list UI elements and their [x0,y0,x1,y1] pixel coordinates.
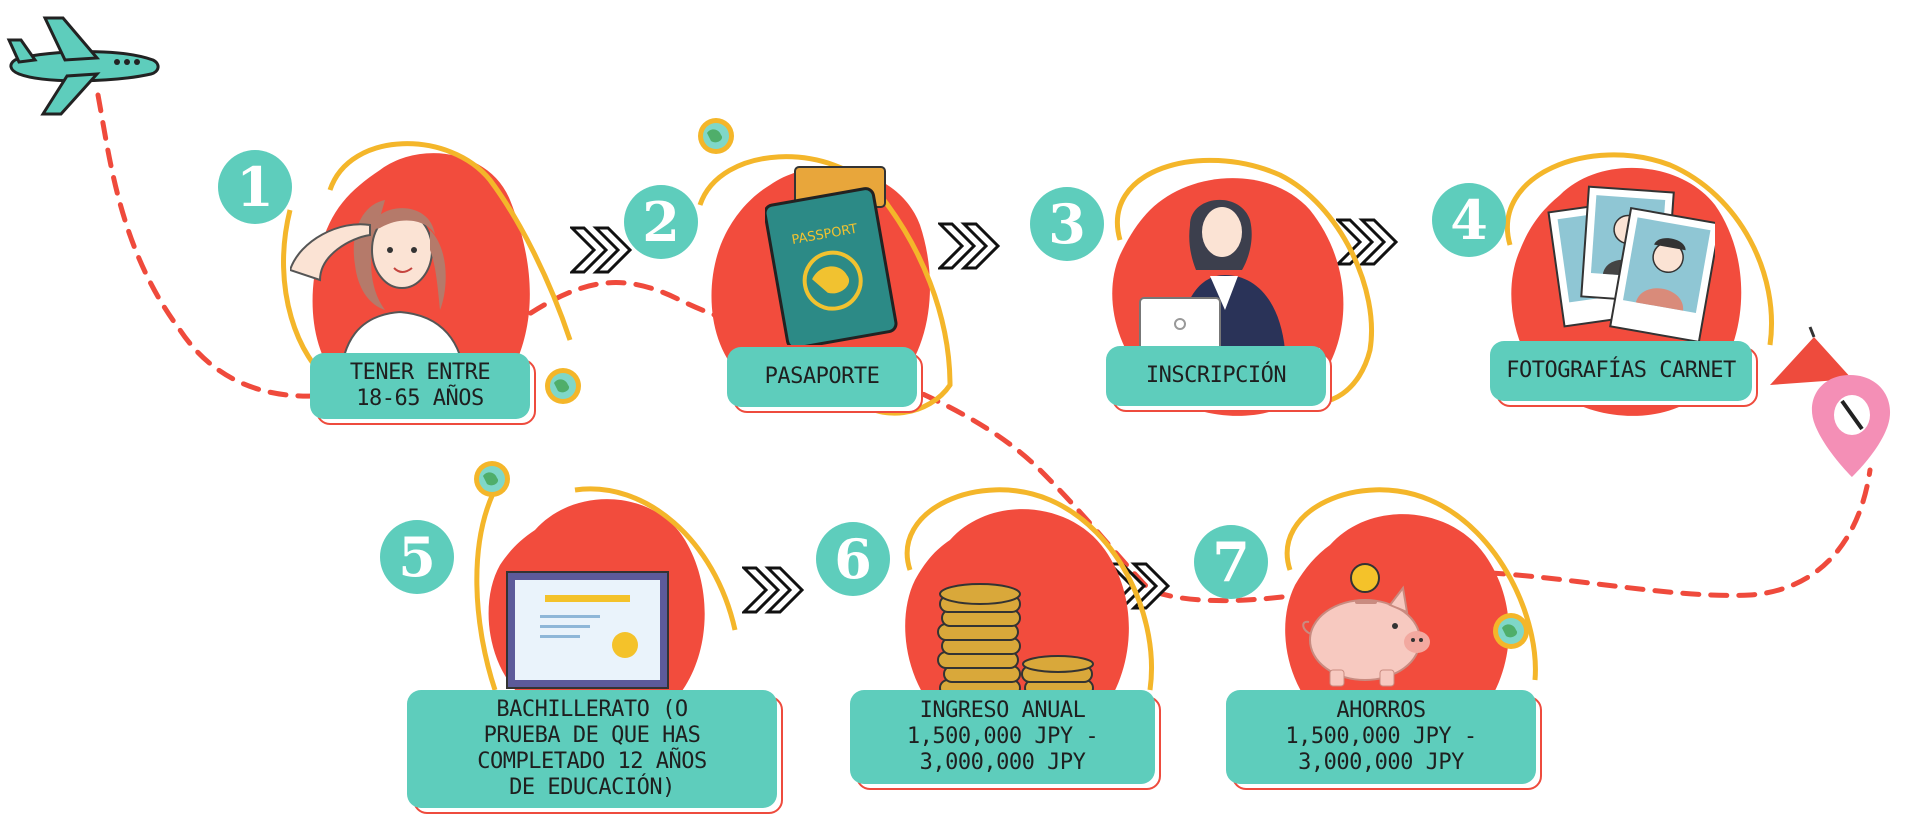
step-label: PASAPORTE [764,364,880,389]
next-arrow-icon [742,566,805,614]
step-6: 6 INGRESO ANUAL 1,500,000 JPY - 3,000,00… [816,480,1170,800]
step-4: 4 FOTOGRAFÍAS CARNET [1430,145,1790,445]
globe-badge-icon [698,118,734,154]
step-label: AHORROS 1,500,000 JPY - 3,000,000 JPY [1285,698,1477,775]
step-number: 3 [1030,187,1104,261]
globe-badge-icon [545,368,581,404]
airplane-icon [6,16,160,116]
step-label-box: FOTOGRAFÍAS CARNET [1490,341,1758,407]
step-number: 2 [624,185,698,259]
piggy-bank-icon [1302,563,1430,687]
step-2: PASSPORT 2 PASAPORTE [624,118,970,435]
step-7: 7 AHORROS 1,500,000 JPY - 3,000,000 JPY [1190,480,1560,800]
next-arrow-icon [570,226,633,274]
step-label-box: BACHILLERATO (O PRUEBA DE QUE HAS COMPLE… [407,690,783,814]
step-label-box: AHORROS 1,500,000 JPY - 3,000,000 JPY [1226,690,1542,790]
step-label: INSCRIPCIÓN [1145,363,1287,388]
step-label-box: PASAPORTE [727,347,923,413]
passport-icon: PASSPORT [765,166,898,345]
step-number: 7 [1194,525,1268,599]
next-arrow-icon [938,222,1001,270]
step-label-box: TENER ENTRE 18-65 AÑOS [310,353,536,425]
laptop-woman-icon [1130,199,1320,354]
step-number: 5 [380,520,454,594]
destination-pin-icon [1770,326,1891,477]
step-label: INGRESO ANUAL 1,500,000 JPY - 3,000,000 … [906,698,1099,775]
step-label: FOTOGRAFÍAS CARNET [1506,358,1736,383]
step-number: 1 [218,150,292,224]
step-3: 3 INSCRIPCIÓN [1020,150,1380,440]
step-number: 6 [816,522,890,596]
step-number: 4 [1432,183,1506,257]
photos-icon [1547,185,1715,344]
step-5: 5 BACHILLERATO (O PRUEBA DE QUE HAS COMP… [375,460,795,825]
step-label: BACHILLERATO (O PRUEBA DE QUE HAS COMPLE… [477,697,707,800]
globe-badge-icon [474,461,510,497]
certificate-icon [506,571,669,689]
step-label-box: INGRESO ANUAL 1,500,000 JPY - 3,000,000 … [850,690,1161,790]
coins-icon [937,583,1094,697]
step-label-box: INSCRIPCIÓN [1106,346,1332,412]
globe-badge-icon [1493,613,1529,649]
step-1: 1 TENER ENTRE 18-65 AÑOS [210,130,600,440]
step-label: TENER ENTRE 18-65 AÑOS [349,360,491,411]
